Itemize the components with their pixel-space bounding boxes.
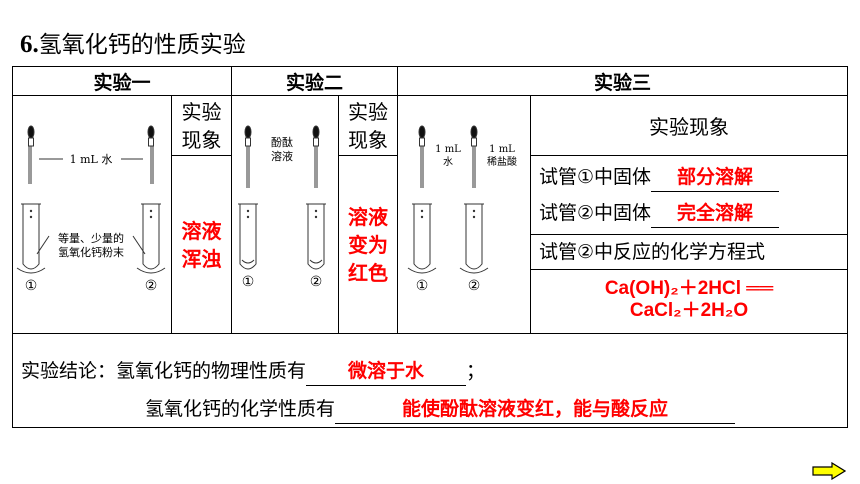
physical-property-answer: 微溶于水 [306,359,467,386]
conclusion-line2: 氢氧化钙的化学性质有能使酚酞溶液变红，能与酸反应 [145,396,736,424]
header-exp1: 实验一 [12,66,232,96]
exp3-acid-label-1: 1 mL [489,144,515,155]
exp3-equation: Ca(OH)₂＋2HCl ══ CaCl₂＋2H₂O [530,269,848,334]
exp2-result-line1: 溶液 [348,204,388,229]
exp1-powder-label-1: 等量、少量的 [58,231,124,245]
exp2-indicator-label-2: 溶液 [271,149,293,163]
exp3-acid-label-2: 稀盐酸 [487,155,517,168]
exp1-diagram: 1 mL 水 等量、少量的 氢氧化钙粉末 ① ② [12,95,172,334]
exp3-equation-line1: Ca(OH)₂＋2HCl ══ [604,278,774,299]
exp3-water-label-2: 水 [443,156,453,168]
chemical-property-answer: 能使酚酞溶液变红，能与酸反应 [335,397,736,424]
exp3-row2-answer: 完全溶解 [651,201,780,228]
exp1-water-label: 1 mL 水 [70,153,113,166]
exp1-observation-line2: 现象 [181,128,222,152]
header-exp2: 实验二 [231,66,398,96]
exp2-indicator-label-1: 酚酞 [271,135,293,149]
exp1-test-tubes-figure: 1 mL 水 等量、少量的 氢氧化钙粉末 ① ② [16,125,166,294]
exp2-observation-line1: 实验 [348,100,388,124]
exp2-result: 溶液 变为 红色 [338,155,398,334]
exp2-result-line2: 变为 [348,232,388,257]
conclusion-box: 实验结论：氢氧化钙的物理性质有微溶于水； 氢氧化钙的化学性质有能使酚酞溶液变红，… [12,333,848,428]
title-text: 氢氧化钙的性质实验 [38,32,246,58]
exp1-result-line2: 浑浊 [181,246,222,271]
physical-property-prefix: 氢氧化钙的物理性质有 [116,360,307,382]
header-exp3: 实验三 [397,66,848,96]
exp3-diagram: 1 mL 水 1 mL 稀盐酸 ① ② [397,95,531,334]
exp3-row1-prefix: 试管①中固体 [539,166,652,188]
exp3-row1: 试管①中固体部分溶解 [539,164,780,192]
chemical-property-prefix: 氢氧化钙的化学性质有 [145,398,336,420]
title-number: 6. [20,31,39,58]
exp2-diagram: 酚酞 溶液 ① ② [231,95,339,334]
exp3-equation-line2: CaCl₂＋2H₂O [629,300,749,321]
exp2-observation-label: 实验 现象 [338,95,398,156]
exp3-observation-header: 实验现象 [530,95,848,156]
exp2-observation-line2: 现象 [348,128,388,152]
exp3-row2: 试管②中固体完全溶解 [539,200,780,228]
exp3-equation-prompt-text: 试管②中反应的化学方程式 [539,241,766,263]
exp3-tube-2-label: ② [468,278,481,294]
exp3-row2-prefix: 试管②中固体 [539,202,652,224]
experiment-table: 实验一 实验二 实验三 [12,66,848,428]
exp3-observation-rows: 试管①中固体部分溶解 试管②中固体完全溶解 [530,155,848,235]
exp3-water-label-1: 1 mL [435,144,461,155]
exp2-test-tubes-figure: 酚酞 溶液 ① ② [238,125,326,290]
exp1-result-line1: 溶液 [181,218,222,243]
exp1-tube-2-label: ② [145,278,158,294]
exp1-tube-1-label: ① [25,278,38,294]
exp3-tube-1-label: ① [416,278,429,294]
exp2-result-line3: 红色 [348,260,388,285]
exp3-equation-prompt: 试管②中反应的化学方程式 [530,234,848,270]
exp2-tube-2-label: ② [310,274,323,290]
exp1-result: 溶液 浑浊 [171,155,232,334]
exp3-test-tubes-figure: 1 mL 水 1 mL 稀盐酸 ① ② [407,125,517,294]
page-title: 6.氢氧化钙的性质实验 [20,30,246,60]
exp1-observation-label: 实验 现象 [171,95,232,156]
conclusion-label: 实验结论： [21,360,117,382]
next-arrow-icon[interactable] [812,462,846,480]
conclusion-line1: 实验结论：氢氧化钙的物理性质有微溶于水； [21,358,485,386]
physical-property-suffix: ； [466,360,486,382]
exp2-tube-1-label: ① [242,274,255,290]
exp3-row1-answer: 部分溶解 [651,165,780,192]
exp1-observation-line1: 实验 [181,100,222,124]
exp1-powder-label-2: 氢氧化钙粉末 [58,245,124,259]
